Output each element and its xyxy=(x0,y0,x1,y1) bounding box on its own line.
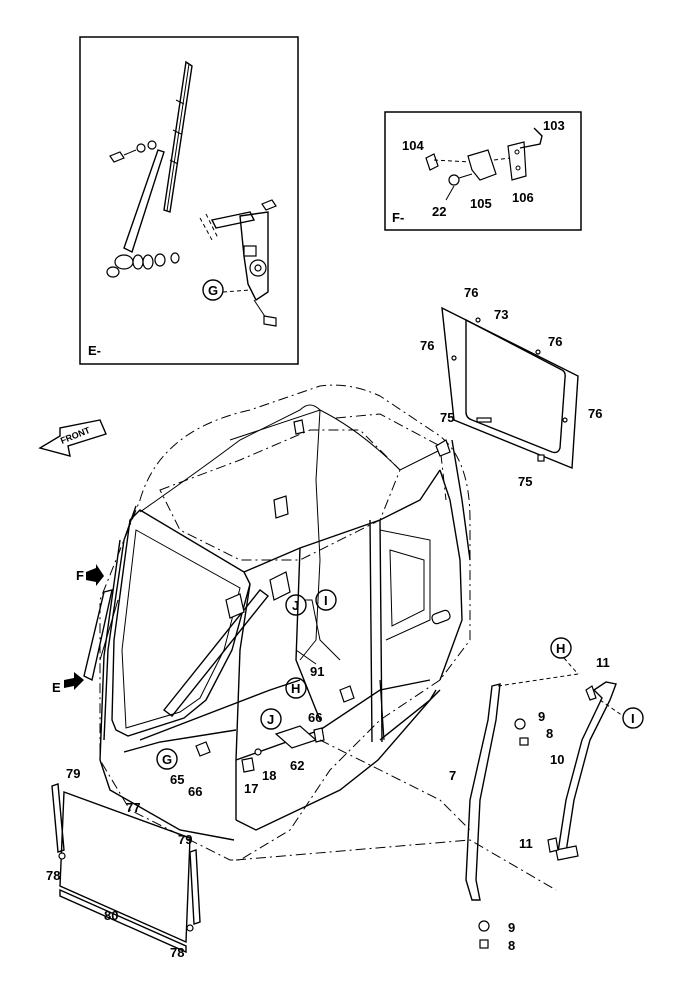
part-8-upper: 8 xyxy=(546,726,553,741)
callout-g-e: G xyxy=(208,283,218,298)
front-arrow: FRONT xyxy=(38,419,107,457)
part-103-f: 103 xyxy=(543,118,565,133)
part-8-lower: 8 xyxy=(508,938,515,953)
detail-f-label: F- xyxy=(392,210,404,225)
callout-g-cab: G xyxy=(156,748,178,770)
part-65: 65 xyxy=(170,772,184,787)
part-18: 18 xyxy=(262,768,276,783)
callout-j-lower-text: J xyxy=(267,712,274,727)
cab-frame-drawing xyxy=(83,384,471,861)
callout-j-upper-text: J xyxy=(292,598,299,613)
front-label: FRONT xyxy=(59,425,92,446)
part-17: 17 xyxy=(244,781,258,796)
part-76-top: 76 xyxy=(464,285,478,300)
view-f-pointer: F xyxy=(76,564,104,586)
handrail-10 xyxy=(547,681,617,861)
part-7: 7 xyxy=(449,768,456,783)
front-lower-glass xyxy=(51,783,201,954)
part-9-upper: 9 xyxy=(538,709,545,724)
latch-drawing xyxy=(425,127,543,201)
part-76-right: 76 xyxy=(548,334,562,349)
callout-g-cab-text: G xyxy=(162,752,172,767)
part-11-top: 11 xyxy=(596,655,610,670)
rear-glass-panel xyxy=(441,306,579,470)
part-62: 62 xyxy=(290,758,304,773)
part-79-left: 79 xyxy=(66,766,80,781)
view-e-pointer: E xyxy=(52,672,84,695)
callout-h-cab-text: H xyxy=(291,681,300,696)
callout-j-lower: J xyxy=(260,708,282,730)
callout-g-circle-e xyxy=(202,279,224,301)
part-76-left: 76 xyxy=(420,338,434,353)
part-9-lower: 9 xyxy=(508,920,515,935)
wiper-motor-bracket-drawing xyxy=(199,199,277,327)
part-75-bottom: 75 xyxy=(518,474,532,489)
detail-f-box: F- 103 104 105 106 22 xyxy=(384,111,582,231)
part-105-f: 105 xyxy=(470,196,492,211)
callout-j-upper: J xyxy=(285,594,307,616)
callout-i-rail-text: I xyxy=(631,711,635,726)
part-91: 91 xyxy=(310,664,324,679)
view-f-marker: F xyxy=(76,568,84,583)
part-76-side: 76 xyxy=(588,406,602,421)
detail-e-label: E- xyxy=(88,343,101,358)
callout-i-rail: I xyxy=(622,707,644,729)
view-e-marker: E xyxy=(52,680,61,695)
part-66-lower: 66 xyxy=(188,784,202,799)
part-11-bottom: 11 xyxy=(519,836,533,851)
part-66-upper: 66 xyxy=(308,710,322,725)
part-104-f: 104 xyxy=(402,138,424,153)
part-22-f: 22 xyxy=(432,204,446,219)
part-77: 77 xyxy=(126,800,140,815)
part-75-left: 75 xyxy=(440,410,454,425)
callout-h-cab: H xyxy=(285,677,307,699)
wiper-arm-drawing xyxy=(106,140,180,278)
part-10: 10 xyxy=(550,752,564,767)
wiper-blade-drawing xyxy=(163,60,193,213)
callout-h-rail-text: H xyxy=(556,641,565,656)
callout-i-upper-text: I xyxy=(324,593,328,608)
detail-e-box: E- xyxy=(79,36,299,365)
part-106-f: 106 xyxy=(512,190,534,205)
part-80: 80 xyxy=(104,908,118,923)
callout-h-rail: H xyxy=(550,637,572,659)
part-79-right: 79 xyxy=(178,832,192,847)
part-78-left: 78 xyxy=(46,868,60,883)
part-78-right: 78 xyxy=(170,945,184,960)
part-73: 73 xyxy=(494,307,508,322)
handrail-7 xyxy=(465,683,529,949)
callout-i-upper: I xyxy=(315,589,337,611)
